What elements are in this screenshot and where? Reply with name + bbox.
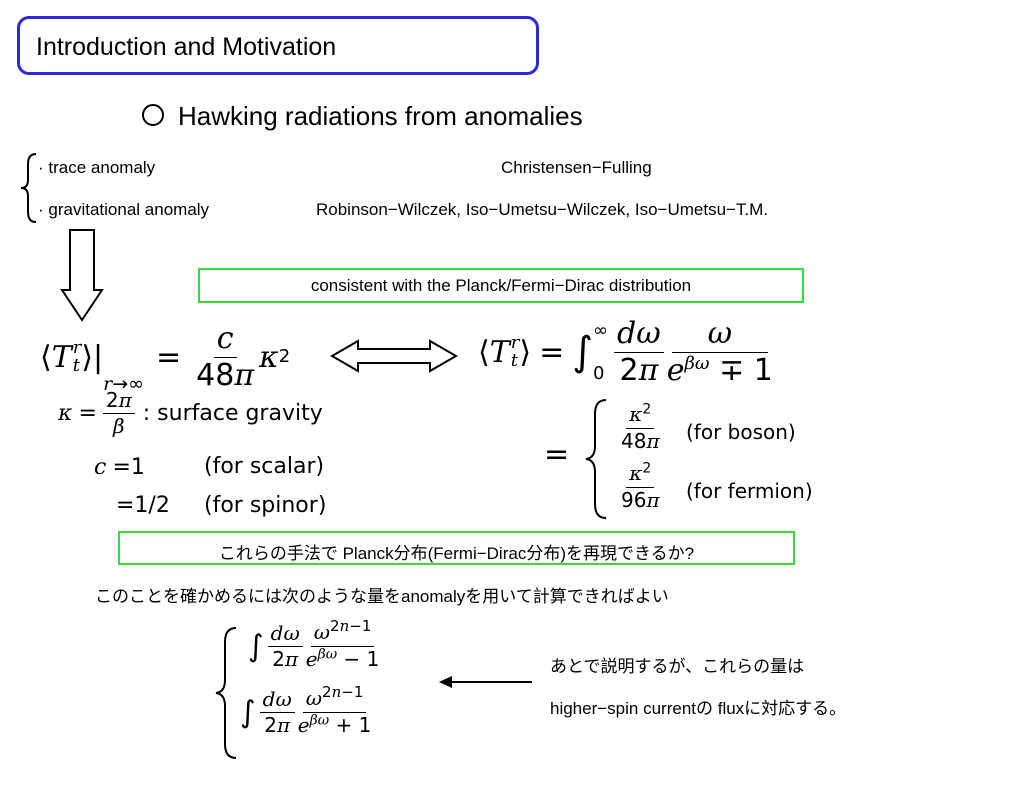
boson-note: (for boson) bbox=[686, 420, 796, 444]
left-brace-icon bbox=[20, 153, 37, 223]
title-box bbox=[17, 16, 539, 75]
anomaly-label: trace anomaly bbox=[48, 158, 156, 177]
consistent-text: consistent with the Planck/Fermi−Dirac d… bbox=[310, 276, 692, 295]
bullet-mark: · bbox=[38, 200, 44, 219]
bullet-mark: · bbox=[38, 158, 44, 177]
anomaly-row: · trace anomaly bbox=[38, 158, 155, 178]
circle-bullet-icon bbox=[142, 104, 164, 126]
right-side-brace-icon bbox=[585, 399, 607, 519]
down-arrow-icon bbox=[60, 229, 104, 322]
c-spinor-note: (for spinor) bbox=[204, 493, 327, 518]
method-text: このことを確かめるには次のような量をanomalyを用いて計算できればよい bbox=[95, 587, 669, 606]
c-scalar-note: (for scalar) bbox=[204, 454, 325, 479]
question-text: これらの手法で Planck分布(Fermi−Dirac分布)を再現できるか? bbox=[218, 544, 695, 563]
note-line-1: あとで説明するが、これらの量は bbox=[550, 657, 805, 676]
surface-gravity-label: : surface gravity bbox=[142, 401, 323, 426]
consistent-box bbox=[198, 268, 804, 303]
c-spinor-value: =1/2 bbox=[116, 493, 170, 518]
anomaly-row: · gravitational anomaly bbox=[38, 200, 209, 220]
c-scalar-value: =1 bbox=[112, 455, 145, 480]
fermion-note: (for fermion) bbox=[686, 479, 813, 503]
anomaly-label: gravitational anomaly bbox=[48, 200, 210, 219]
slide-subtitle: Hawking radiations from anomalies bbox=[178, 101, 583, 131]
question-box bbox=[118, 531, 795, 565]
anomaly-refs: Robinson−Wilczek, Iso−Umetsu−Wilczek, Is… bbox=[316, 200, 769, 219]
note-line-2: higher−spin currentの fluxに対応する。 bbox=[550, 699, 847, 718]
c-scalar-line: c =1 bbox=[94, 455, 145, 480]
slide-title: Introduction and Motivation bbox=[36, 33, 337, 61]
double-arrow-icon bbox=[330, 339, 458, 373]
equals-sign: = bbox=[544, 437, 570, 472]
left-arrow-icon bbox=[439, 676, 532, 688]
integrals-brace-icon bbox=[215, 627, 237, 759]
anomaly-refs: Christensen−Fulling bbox=[501, 158, 652, 177]
